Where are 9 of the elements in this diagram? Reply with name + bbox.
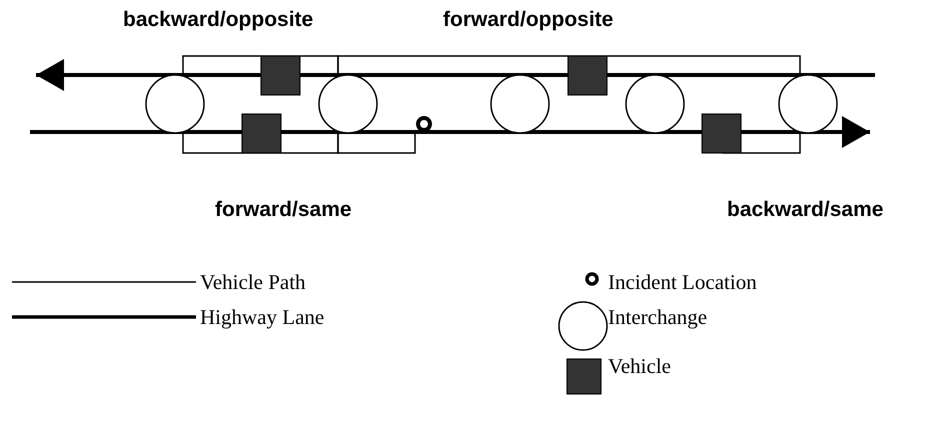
legend-text: Incident Location <box>608 270 757 295</box>
direction-label: backward/same <box>727 198 884 222</box>
direction-label: forward/same <box>215 198 352 222</box>
legend-text: Vehicle <box>608 354 671 379</box>
legend-text: Highway Lane <box>200 305 324 330</box>
legend-text: Interchange <box>608 305 708 330</box>
legend-text: Vehicle Path <box>200 270 306 295</box>
direction-label: forward/opposite <box>443 8 614 32</box>
direction-label: backward/opposite <box>123 8 314 32</box>
